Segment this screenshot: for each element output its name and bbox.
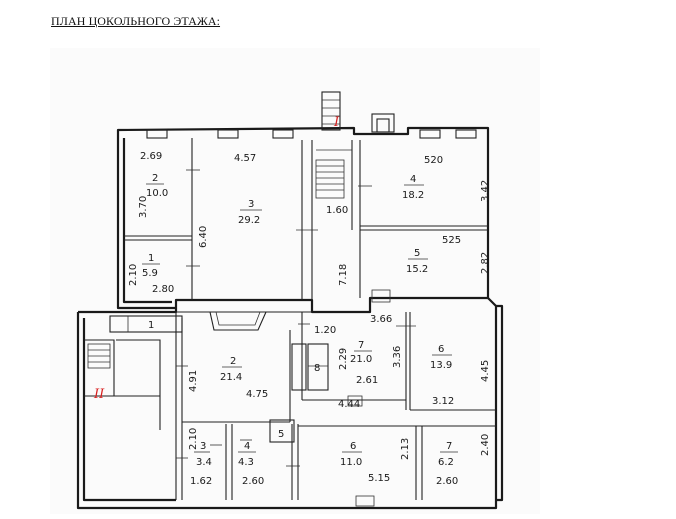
dimension-label: 5.15 xyxy=(368,473,390,484)
dimension-label: 2.60 xyxy=(436,476,458,487)
room-number: 7 xyxy=(446,441,452,452)
room-number: 4 xyxy=(244,441,250,452)
dimension-label: 3.12 xyxy=(432,396,454,407)
dimension-label: 1.20 xyxy=(314,325,336,336)
dimension-label: 3.36 xyxy=(392,346,403,368)
room-area: 4.3 xyxy=(238,457,254,468)
dimension-label: 4.91 xyxy=(188,370,199,392)
dimension-label: 520 xyxy=(424,155,443,166)
dimension-label: 6.40 xyxy=(198,226,209,248)
dimension-label: 4.45 xyxy=(480,360,491,382)
section-mark-2: II xyxy=(93,387,105,402)
room-number: 1 xyxy=(148,253,154,264)
room-number: 3 xyxy=(248,199,254,210)
dimension-label: 3.66 xyxy=(370,314,392,325)
lower-partitions xyxy=(87,311,496,507)
dimension-label: 2.82 xyxy=(480,252,491,274)
room-area: 21.4 xyxy=(220,372,242,383)
room-area: 6.2 xyxy=(438,457,454,468)
dimension-label: 4.44 xyxy=(338,399,360,410)
room-number: 5 xyxy=(414,248,420,259)
section-mark-1: I xyxy=(333,115,340,130)
dimension-label: 3.70 xyxy=(138,196,149,218)
room-number: 8 xyxy=(314,363,320,374)
dimension-label: 2.69 xyxy=(140,151,162,162)
room-number: 3 xyxy=(200,441,206,452)
room-area: 10.0 xyxy=(146,188,168,199)
dimension-label: 2.80 xyxy=(152,284,174,295)
section-marks: I II xyxy=(93,115,340,402)
room-number: 5 xyxy=(278,429,284,440)
room-number: 6 xyxy=(438,344,444,355)
room-number: 6 xyxy=(350,441,356,452)
room-area: 29.2 xyxy=(238,215,260,226)
upper-partitions xyxy=(124,138,488,303)
room-number: 2 xyxy=(152,173,158,184)
room-area: 3.4 xyxy=(196,457,212,468)
top-windows xyxy=(146,91,477,139)
room-number: 7 xyxy=(358,340,364,351)
dimension-label: 2.61 xyxy=(356,375,378,386)
dimension-label: 2.10 xyxy=(188,428,199,450)
dimension-label: 1.60 xyxy=(326,205,348,216)
outer-walls xyxy=(76,126,504,510)
dimension-label: 4.57 xyxy=(234,153,256,164)
dimension-label: 2.60 xyxy=(242,476,264,487)
dimension-label: 2.40 xyxy=(480,434,491,456)
plan-title: ПЛАН ЦОКОЛЬНОГО ЭТАЖА: xyxy=(51,14,221,28)
dimension-label: 7.18 xyxy=(338,264,349,286)
room-area: 15.2 xyxy=(406,264,428,275)
room-number: 2 xyxy=(230,356,236,367)
room-number: 4 xyxy=(410,174,416,185)
room-labels-lower: 1 2 21.4 7 21.0 8 6 13.9 3 3.4 4 4.3 5 6… xyxy=(148,320,458,468)
room-area: 21.0 xyxy=(350,354,372,365)
room-number: 1 xyxy=(148,320,154,331)
room-area: 13.9 xyxy=(430,360,452,371)
dimension-label: 4.75 xyxy=(246,389,268,400)
dimension-label: 525 xyxy=(442,235,461,246)
room-area: 5.9 xyxy=(142,268,158,279)
dimension-label: 1.62 xyxy=(190,476,212,487)
room-area: 11.0 xyxy=(340,457,362,468)
dimension-label: 2.13 xyxy=(400,438,411,460)
paper-background xyxy=(50,48,540,514)
dimension-labels: 2.69 3.70 4.57 6.40 1.60 7.18 520 3.42 5… xyxy=(128,151,491,487)
room-labels-upper: 2 10.0 3 29.2 1 5.9 4 18.2 5 15.2 xyxy=(142,173,428,279)
room-area: 18.2 xyxy=(402,190,424,201)
dimension-label: 2.29 xyxy=(338,348,349,370)
dimension-label: 2.10 xyxy=(128,264,139,286)
dimension-label: 3.42 xyxy=(480,180,491,202)
